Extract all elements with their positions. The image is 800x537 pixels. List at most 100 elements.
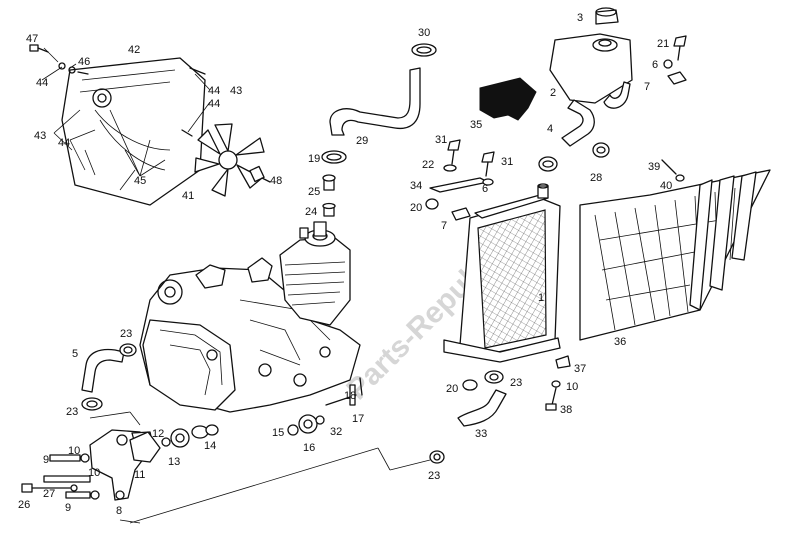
coolant-hose-4-part — [561, 99, 595, 147]
callout-16: 16 — [303, 442, 315, 454]
callout-1: 1 — [538, 292, 544, 304]
callout-13: 13 — [168, 456, 180, 468]
callout-6: 6 — [652, 59, 658, 71]
screws-31-part — [447, 139, 495, 177]
bolts-9-10-26-27 — [21, 453, 100, 500]
callout-27: 27 — [43, 488, 55, 500]
callout-31: 31 — [435, 134, 447, 146]
washer-10c-part — [551, 380, 561, 388]
grommet-37-part — [555, 355, 571, 369]
nut-7-part — [667, 71, 687, 85]
callout-5: 5 — [72, 348, 78, 360]
callout-23d: 23 — [428, 470, 440, 482]
callout-48: 48 — [270, 175, 282, 187]
callout-35: 35 — [470, 119, 482, 131]
callout-36: 36 — [614, 336, 626, 348]
grommet-20-part — [425, 198, 439, 210]
callout-46: 46 — [78, 56, 90, 68]
washer-46-part — [58, 62, 66, 70]
callout-15: 15 — [272, 427, 284, 439]
callout-2: 2 — [550, 87, 556, 99]
callout-7b: 7 — [441, 220, 447, 232]
callout-34: 34 — [410, 180, 422, 192]
callout-39: 39 — [648, 161, 660, 173]
callout-6b: 6 — [482, 183, 488, 195]
callout-23a: 23 — [120, 328, 132, 340]
callout-23c: 23 — [510, 377, 522, 389]
hose-clamp-23c-part — [484, 370, 504, 384]
impeller-13-part — [170, 428, 190, 448]
callout-32: 32 — [330, 426, 342, 438]
thermostat-part — [322, 174, 336, 217]
callout-17: 17 — [352, 413, 364, 425]
pump-gear-16-part — [287, 414, 325, 436]
callout-18: 18 — [344, 390, 356, 402]
callout-22: 22 — [422, 159, 434, 171]
callout-44d: 44 — [208, 98, 220, 110]
callout-28: 28 — [590, 172, 602, 184]
callout-23b: 23 — [66, 406, 78, 418]
grommet-20b-part — [462, 379, 478, 391]
callout-40: 40 — [660, 180, 672, 192]
callout-12: 12 — [152, 428, 164, 440]
callout-44c: 44 — [58, 137, 70, 149]
callout-33: 33 — [475, 428, 487, 440]
callout-43a: 43 — [230, 85, 242, 97]
cooling-fan-part — [194, 123, 265, 197]
callout-8: 8 — [116, 505, 122, 517]
seal-14-part — [191, 425, 209, 439]
temperature-sensor-part — [249, 165, 271, 183]
fan-cowl-part — [61, 57, 206, 206]
callout-11: 11 — [134, 469, 145, 481]
coolant-hose-5-part — [81, 348, 125, 393]
seal-12-part — [161, 437, 171, 447]
washer-6b-part — [482, 178, 494, 186]
callout-31b: 31 — [501, 156, 513, 168]
callout-20b: 20 — [446, 383, 458, 395]
hose-clamp-23-part — [429, 450, 445, 464]
callout-20: 20 — [410, 202, 422, 214]
bolt-38-part — [545, 387, 557, 411]
callout-9: 9 — [43, 454, 49, 466]
heat-shield-35-part — [479, 77, 537, 121]
hose-clamp-30-part — [411, 43, 437, 57]
engine-block-part — [139, 221, 361, 413]
callout-3: 3 — [577, 12, 583, 24]
callout-25: 25 — [308, 186, 320, 198]
callout-14: 14 — [204, 440, 216, 452]
expansion-tank-part — [549, 33, 633, 109]
pump-shaft-17-part — [325, 377, 363, 406]
callout-7: 7 — [644, 81, 650, 93]
callout-30: 30 — [418, 27, 430, 39]
screw-47-part — [29, 44, 49, 53]
callout-19: 19 — [308, 153, 320, 165]
callout-41: 41 — [182, 190, 194, 202]
callout-29: 29 — [356, 135, 368, 147]
washer-6-part — [663, 59, 673, 69]
callout-44b: 44 — [208, 85, 220, 97]
callout-21: 21 — [657, 38, 669, 50]
hose-clamp-19-part — [321, 150, 347, 164]
tank-cap-3-part — [595, 7, 619, 25]
callout-45: 45 — [134, 175, 146, 187]
callout-10: 10 — [68, 445, 80, 457]
bolt-39-part — [661, 159, 677, 175]
gasket-11-part — [129, 431, 161, 463]
washer-22-part — [443, 164, 457, 172]
hose-clamp-28-part — [592, 142, 610, 158]
callout-47: 47 — [26, 33, 38, 45]
callout-37: 37 — [574, 363, 586, 375]
bracket-34-part — [429, 177, 489, 193]
callout-44a: 44 — [36, 77, 48, 89]
coolant-hose-29-part — [329, 67, 421, 136]
radiator-part — [443, 183, 561, 363]
bolt-21-part — [673, 35, 687, 61]
callout-24: 24 — [305, 206, 317, 218]
nut-7b-part — [451, 207, 471, 221]
radiator-grille-part — [579, 169, 771, 341]
callout-10c: 10 — [88, 467, 100, 479]
callout-4: 4 — [547, 123, 553, 135]
washer-40-part — [675, 174, 685, 182]
callout-38: 38 — [560, 404, 572, 416]
